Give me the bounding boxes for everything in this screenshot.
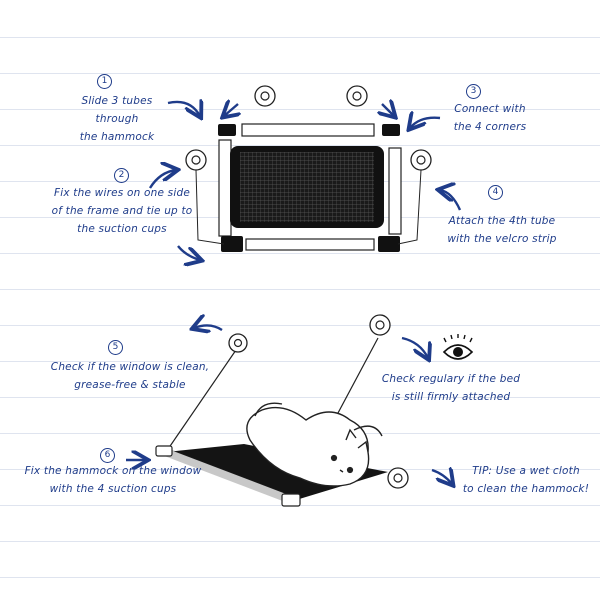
step-number: 6 xyxy=(100,448,115,463)
hammock-fabric xyxy=(230,146,384,228)
step-number: 4 xyxy=(488,185,503,200)
eye-icon xyxy=(442,334,474,360)
wire xyxy=(397,169,422,245)
wire xyxy=(195,169,225,245)
step-1-text: Slide 3 tubes through the hammock xyxy=(79,95,155,143)
frame-tube-top xyxy=(218,123,400,137)
step-2-text: Fix the wires on one side of the frame a… xyxy=(51,187,193,235)
step-4-text: Attach the 4th tube with the velcro stri… xyxy=(447,215,557,245)
frame-tube-left xyxy=(218,139,232,237)
step-number: 3 xyxy=(466,84,481,99)
step-3-text: Connect with the 4 corners xyxy=(453,103,527,133)
suction-cup-icon xyxy=(185,149,207,171)
suction-cup-icon xyxy=(346,85,368,107)
suction-cup-icon xyxy=(410,149,432,171)
check-note: Check regulary if the bed is still firml… xyxy=(381,373,521,403)
suction-cup-icon xyxy=(369,314,391,336)
frame-tube-right xyxy=(388,147,402,235)
step-number: 1 xyxy=(97,74,112,89)
step-number: 5 xyxy=(108,340,123,355)
step-6-text: Fix the hammock on the window with the 4… xyxy=(24,465,202,495)
step-number: 2 xyxy=(114,168,129,183)
cat-illustration xyxy=(246,402,383,487)
step-5-text: Check if the window is clean, grease-fre… xyxy=(50,361,210,391)
frame-tube-bottom xyxy=(221,236,400,252)
suction-cup-icon xyxy=(228,333,248,353)
suction-cup-icon xyxy=(254,85,276,107)
tip-note: TIP: Use a wet cloth to clean the hammoc… xyxy=(462,465,590,495)
